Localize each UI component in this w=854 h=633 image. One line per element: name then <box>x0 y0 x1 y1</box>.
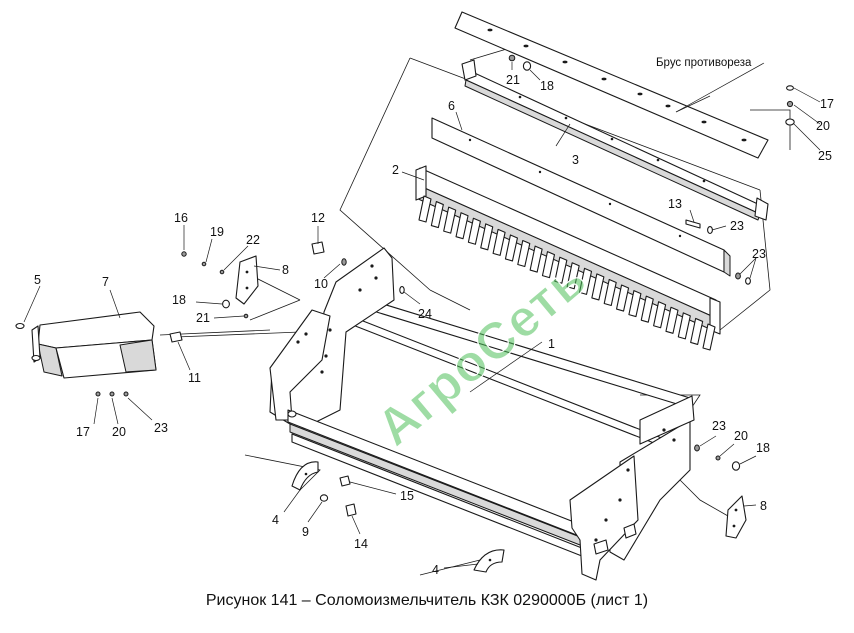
knife-blade <box>504 234 518 262</box>
knife-blade <box>702 323 716 351</box>
callout-25: 25 <box>818 149 832 163</box>
knife-blade <box>541 251 556 279</box>
knife-blade <box>480 223 494 251</box>
callout-19: 19 <box>210 225 224 239</box>
fasteners <box>95 54 795 517</box>
callout-1: 1 <box>548 337 555 351</box>
callout-18-right: 18 <box>756 441 770 455</box>
callout-23-left: 23 <box>154 421 168 435</box>
knife-blade <box>554 256 568 284</box>
knife-blades <box>418 195 716 351</box>
counter-knife-bar-label: Брус противореза <box>656 57 752 69</box>
callout-2: 2 <box>392 163 399 177</box>
part-7-cover <box>15 311 157 379</box>
callout-4-lower: 4 <box>432 563 439 577</box>
leader-lines <box>23 62 821 569</box>
part-3-angle-bar <box>461 59 769 221</box>
callout-16: 16 <box>174 211 188 225</box>
part-4-cap-lower <box>473 549 505 573</box>
callout-6: 6 <box>448 99 455 113</box>
callout-8-right: 8 <box>760 499 767 513</box>
knife-blade <box>640 295 654 323</box>
knife-blade <box>443 206 457 234</box>
knife-blade <box>529 245 543 273</box>
part-8-bracket-right <box>725 495 747 539</box>
callout-23-right: 23 <box>752 247 766 261</box>
knife-blade <box>517 239 531 268</box>
knife-blade <box>603 278 617 307</box>
knife-blade <box>418 195 432 223</box>
callout-15: 15 <box>400 489 414 503</box>
callout-24: 24 <box>418 307 432 321</box>
callout-9: 9 <box>302 525 309 539</box>
knife-blade <box>566 262 580 290</box>
callout-14: 14 <box>354 537 368 551</box>
callout-5: 5 <box>34 273 41 287</box>
knife-blade <box>677 312 691 340</box>
knife-blade <box>616 284 630 312</box>
knife-blade <box>665 306 679 334</box>
figure-caption: Рисунок 141 – Соломоизмельчитель КЗК 029… <box>205 592 649 609</box>
callout-12: 12 <box>311 211 325 225</box>
counter-knife-bar <box>454 11 769 159</box>
knife-blade <box>591 273 605 301</box>
knife-blade <box>628 290 642 318</box>
callout-18-top: 18 <box>540 79 554 93</box>
knife-blade <box>690 317 704 345</box>
callout-21-left: 21 <box>196 311 210 325</box>
callout-22: 22 <box>246 233 260 247</box>
watermark: АгроСеть <box>366 250 598 458</box>
part-2-knife-bar <box>415 165 721 351</box>
callout-20-right-low: 20 <box>734 429 748 443</box>
knife-blade <box>653 301 667 329</box>
callout-13: 13 <box>668 197 682 211</box>
part-6-strip <box>431 117 731 277</box>
part-4-cap-upper <box>291 461 319 491</box>
callout-11: 11 <box>188 371 201 385</box>
callout-23-right-low: 23 <box>712 419 726 433</box>
callout-8-left: 8 <box>282 263 289 277</box>
callout-21-top: 21 <box>506 73 520 87</box>
knife-blade <box>430 201 444 229</box>
callout-23-right-mid: 23 <box>730 219 744 233</box>
callout-7: 7 <box>102 275 109 289</box>
knife-blade <box>455 212 469 240</box>
callout-17-right: 17 <box>820 97 834 111</box>
callout-4-upper: 4 <box>272 513 279 527</box>
part-8-bracket-left <box>235 255 259 305</box>
callout-3: 3 <box>572 153 579 167</box>
callout-17-left: 17 <box>76 425 90 439</box>
callout-labels: 1 2 3 4 4 5 6 7 8 8 9 10 11 12 13 14 15 … <box>34 57 834 577</box>
knife-blade <box>492 228 506 256</box>
callout-20-left: 20 <box>112 425 126 439</box>
knife-blade <box>578 267 593 295</box>
knife-blade <box>467 217 481 245</box>
part-1-main-frame <box>269 247 695 581</box>
callout-18-left: 18 <box>172 293 186 307</box>
callout-20-right-top: 20 <box>816 119 830 133</box>
callout-10: 10 <box>314 277 328 291</box>
